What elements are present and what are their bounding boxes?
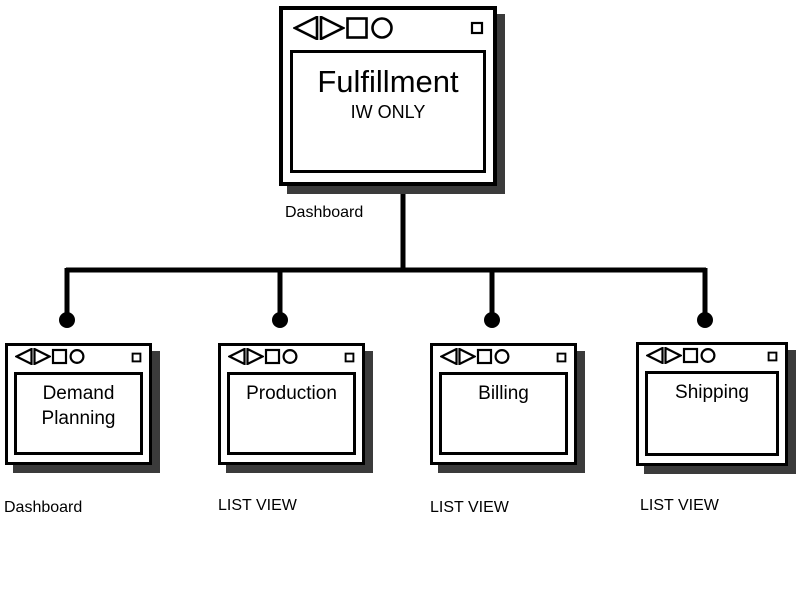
node-billing[interactable]: Billing (430, 343, 585, 473)
forward-triangle-icon[interactable] (33, 347, 52, 370)
stop-square-icon[interactable] (345, 16, 371, 45)
window-title: Fulfillment (317, 64, 459, 99)
caption-demand-planning: Dashboard (4, 499, 83, 516)
forward-triangle-icon[interactable] (246, 347, 265, 370)
window-titlebar (433, 346, 574, 372)
window-frame[interactable]: Shipping (636, 342, 788, 466)
caption-billing: LIST VIEW (430, 499, 509, 516)
maximize-square-icon[interactable] (767, 349, 778, 367)
back-triangle-icon[interactable] (14, 347, 33, 370)
maximize-square-icon[interactable] (131, 350, 142, 368)
window-titlebar (639, 345, 785, 371)
window-title: Production (246, 383, 337, 404)
back-triangle-icon[interactable] (439, 347, 458, 370)
connector-dot-4 (697, 312, 713, 328)
forward-triangle-icon[interactable] (458, 347, 477, 370)
node-fulfillment[interactable]: Fulfillment IW ONLY (279, 6, 505, 194)
stop-square-icon[interactable] (51, 348, 69, 370)
stop-square-icon[interactable] (264, 348, 282, 370)
forward-triangle-icon[interactable] (319, 14, 346, 45)
window-frame[interactable]: Production (218, 343, 365, 465)
window-title: Demand Planning (41, 383, 116, 429)
caption-fulfillment: Dashboard (285, 204, 364, 221)
maximize-square-icon[interactable] (556, 350, 567, 368)
connector-dot-3 (484, 312, 500, 328)
back-triangle-icon[interactable] (292, 14, 319, 45)
window-frame[interactable]: Billing (430, 343, 577, 465)
stop-square-icon[interactable] (682, 347, 700, 369)
maximize-square-icon[interactable] (344, 350, 355, 368)
back-triangle-icon[interactable] (645, 346, 664, 369)
window-content: Fulfillment IW ONLY (290, 50, 486, 173)
node-shipping[interactable]: Shipping (636, 342, 796, 474)
caption-production: LIST VIEW (218, 497, 297, 514)
record-circle-icon[interactable] (371, 16, 395, 45)
stop-square-icon[interactable] (476, 348, 494, 370)
connector-dot-1 (59, 312, 75, 328)
connector-dot-2 (272, 312, 288, 328)
caption-shipping: LIST VIEW (640, 497, 719, 514)
record-circle-icon[interactable] (69, 348, 86, 370)
record-circle-icon[interactable] (282, 348, 299, 370)
window-content: Shipping (645, 371, 779, 456)
maximize-square-icon[interactable] (470, 21, 484, 40)
record-circle-icon[interactable] (494, 348, 511, 370)
node-production[interactable]: Production (218, 343, 373, 473)
window-title: Shipping (675, 382, 749, 403)
window-frame[interactable]: Demand Planning (5, 343, 152, 465)
window-titlebar (283, 10, 493, 50)
window-titlebar (8, 346, 149, 372)
window-content: Billing (439, 372, 568, 455)
back-triangle-icon[interactable] (227, 347, 246, 370)
window-titlebar (221, 346, 362, 372)
window-subtitle: IW ONLY (350, 102, 426, 122)
window-frame[interactable]: Fulfillment IW ONLY (279, 6, 497, 186)
window-content: Demand Planning (14, 372, 143, 455)
record-circle-icon[interactable] (700, 347, 717, 369)
node-demand-planning[interactable]: Demand Planning (5, 343, 160, 473)
window-content: Production (227, 372, 356, 455)
window-title: Billing (478, 383, 529, 404)
forward-triangle-icon[interactable] (664, 346, 683, 369)
